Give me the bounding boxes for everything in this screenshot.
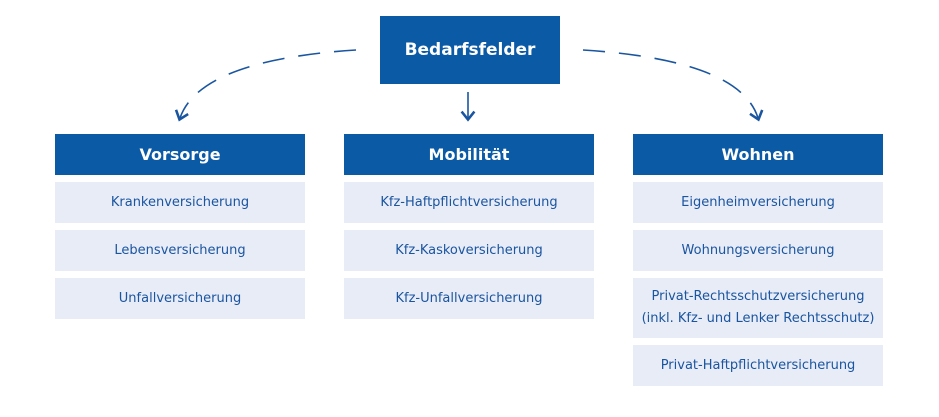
list-item: Wohnungsversicherung: [633, 230, 883, 271]
list-item-line: Privat-Rechtsschutzversicherung: [651, 289, 865, 304]
list-item: Kfz-Kaskoversicherung: [344, 230, 594, 271]
category-mobilitaet: Mobilität Kfz-Haftpflichtversicherung Kf…: [344, 134, 594, 319]
list-item-note: (inkl. Kfz- und Lenker Rechtsschutz): [641, 311, 875, 326]
list-item: Eigenheimversicherung: [633, 182, 883, 223]
category-vorsorge: Vorsorge Krankenversicherung Lebensversi…: [55, 134, 305, 319]
connector-right: [582, 49, 764, 122]
category-wohnen: Wohnen Eigenheimversicherung Wohnungsver…: [633, 134, 883, 386]
list-item: Privat-Rechtsschutzversicherung (inkl. K…: [633, 278, 883, 338]
list-item: Privat-Haftpflichtversicherung: [633, 345, 883, 386]
connector-left: [174, 49, 357, 122]
list-item: Lebensversicherung: [55, 230, 305, 271]
list-item: Kfz-Unfallversicherung: [344, 278, 594, 319]
list-item: Kfz-Haftpflichtversicherung: [344, 182, 594, 223]
list-item: Unfallversicherung: [55, 278, 305, 319]
category-title: Wohnen: [633, 134, 883, 175]
root-node: Bedarfsfelder: [380, 16, 560, 84]
list-item: Krankenversicherung: [55, 182, 305, 223]
category-title: Mobilität: [344, 134, 594, 175]
category-title: Vorsorge: [55, 134, 305, 175]
